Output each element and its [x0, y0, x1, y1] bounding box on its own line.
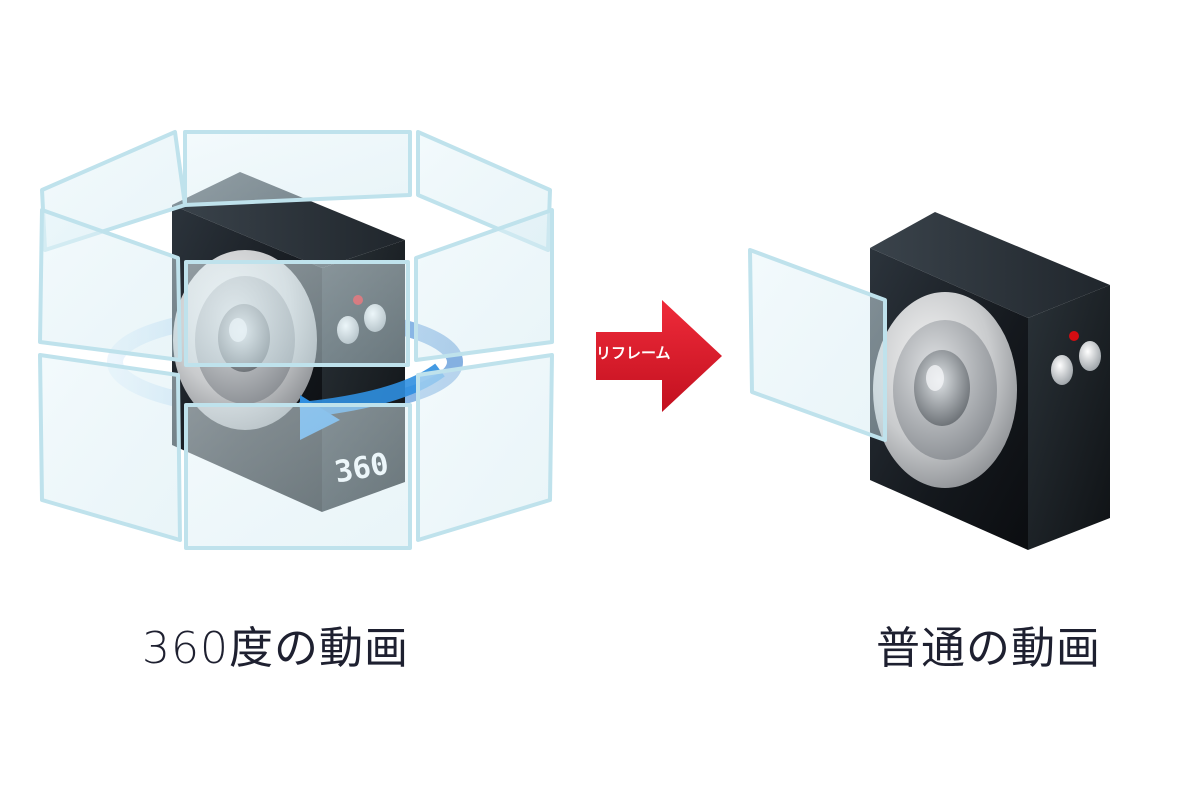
right-record-dot-icon	[1069, 331, 1079, 341]
arrow-label: リフレーム	[596, 344, 671, 362]
left-camera-group: 360	[38, 130, 554, 550]
reframe-arrow	[596, 300, 722, 412]
right-camera-group	[748, 212, 1110, 550]
right-button-icon	[1079, 341, 1101, 371]
arrow-right-icon	[596, 300, 722, 412]
right-button-icon	[1051, 355, 1073, 385]
reframe-glass-panel	[748, 248, 887, 442]
glass-cage	[38, 130, 554, 550]
right-camera-top	[870, 212, 1110, 318]
caption-360-video: 360度の動画	[142, 623, 409, 674]
right-camera-side	[1028, 285, 1110, 550]
caption-normal-video: 普通の動画	[876, 623, 1101, 674]
